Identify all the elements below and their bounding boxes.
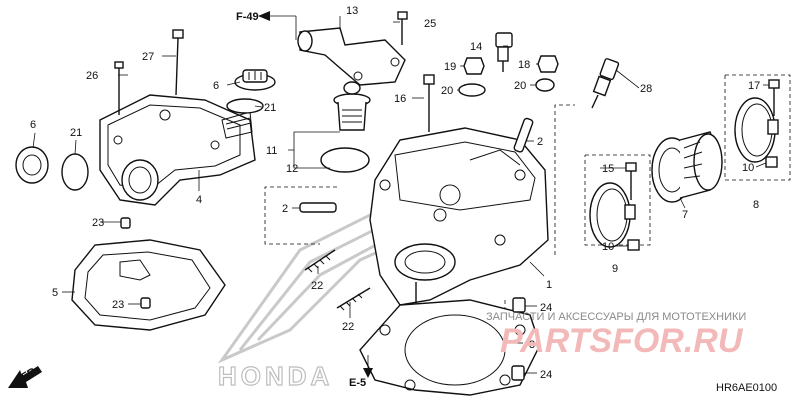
bolt-15 xyxy=(625,162,637,200)
ref-f49-label: F-49 xyxy=(236,11,259,23)
callout-25: 25 xyxy=(424,18,436,30)
callout-24-bottom: 24 xyxy=(540,369,552,381)
dowel-24-top xyxy=(512,297,526,313)
nut-10-lower xyxy=(627,239,640,251)
shop-watermark-logo: PARTSFOR.RU xyxy=(500,322,744,360)
callout-1: 1 xyxy=(546,279,552,291)
f49-arrow-icon xyxy=(258,11,297,40)
shop-watermark-text: ЗАПЧАСТИ И АКСЕССУАРЫ ДЛЯ МОТОТЕХНИКИ xyxy=(486,311,746,323)
o-ring-top xyxy=(226,98,264,114)
temperature-sensor xyxy=(495,32,513,72)
valve-guide-left xyxy=(299,202,337,213)
cylinder-head-gasket xyxy=(359,299,541,396)
o-ring-left xyxy=(61,153,89,191)
head-cover-gasket xyxy=(71,239,226,331)
oil-filler-cap-left xyxy=(15,146,49,184)
stud-22-upper xyxy=(304,249,336,273)
bolt-25 xyxy=(397,11,408,45)
callout-11: 11 xyxy=(266,145,277,157)
insulator-band-9 xyxy=(589,182,636,248)
group-frame-main-right xyxy=(554,104,575,255)
callout-23-top: 23 xyxy=(92,217,104,229)
callout-9: 9 xyxy=(612,263,618,275)
group-frame-8 xyxy=(724,74,791,181)
leader-lines xyxy=(32,16,769,374)
callout-22-upper: 22 xyxy=(311,280,323,292)
stud-22-lower xyxy=(336,287,371,311)
callout-3: 3 xyxy=(529,339,535,351)
dowel-23-bottom xyxy=(140,297,151,309)
callout-10-upper: 10 xyxy=(742,162,754,174)
callout-26: 26 xyxy=(86,70,98,82)
honda-brand-watermark: HONDA xyxy=(218,361,333,391)
callout-16: 16 xyxy=(394,93,406,105)
spark-plug xyxy=(591,58,620,109)
group-frame-main xyxy=(264,186,337,245)
callout-20-left: 20 xyxy=(441,85,453,97)
callout-20-right: 20 xyxy=(514,80,526,92)
valve-guide-right xyxy=(513,117,534,153)
cylinder-head-cover xyxy=(99,94,256,206)
callout-24-top: 24 xyxy=(540,302,552,314)
callout-6-top: 6 xyxy=(213,80,219,92)
intake-insulator xyxy=(651,131,723,203)
oil-filler-cap-top xyxy=(234,69,276,91)
callout-5: 5 xyxy=(52,287,58,299)
callout-6-left: 6 xyxy=(30,119,36,131)
callout-labels: F-49 13 25 14 19 18 20 20 16 28 6 21 27 … xyxy=(20,5,778,394)
callout-2-left: 2 xyxy=(282,203,288,215)
callout-18: 18 xyxy=(518,59,530,71)
callout-8: 8 xyxy=(753,199,759,211)
washer-20-right xyxy=(535,78,555,92)
callout-14: 14 xyxy=(470,41,482,53)
callout-17: 17 xyxy=(748,80,760,92)
sealing-bolt-18 xyxy=(537,55,559,73)
front-direction-arrow-icon xyxy=(8,366,42,388)
callout-15: 15 xyxy=(602,163,614,175)
diagram-code: HR6AE0100 xyxy=(716,382,777,394)
thermostat-seal xyxy=(320,147,370,173)
bolt-16 xyxy=(423,74,435,132)
callout-27: 27 xyxy=(142,51,154,63)
washer-20-left xyxy=(458,83,486,97)
callout-7: 7 xyxy=(682,209,688,221)
bolt-27 xyxy=(172,29,184,96)
group-frame-9 xyxy=(584,154,651,246)
dowel-24-bottom xyxy=(511,365,525,381)
callout-23-bottom: 23 xyxy=(112,299,124,311)
e5-arrow-icon xyxy=(363,355,373,378)
callout-10-lower: 10 xyxy=(602,241,614,253)
callout-21-left: 21 xyxy=(70,127,82,139)
callout-2-right: 2 xyxy=(537,136,543,148)
insulator-band-8 xyxy=(734,97,779,163)
callout-28: 28 xyxy=(640,83,652,95)
bolt-26 xyxy=(114,61,124,115)
sealing-bolt-19 xyxy=(463,57,485,75)
callout-22-lower: 22 xyxy=(342,321,354,333)
nut-10-upper xyxy=(765,156,778,168)
thermostat xyxy=(333,81,371,131)
callout-12: 12 xyxy=(286,163,298,175)
ref-e5-label: E-5 xyxy=(349,377,366,389)
thermostat-cover xyxy=(297,27,406,86)
bolt-17 xyxy=(768,79,780,116)
callout-4: 4 xyxy=(196,194,202,206)
callout-13: 13 xyxy=(346,5,358,17)
cylinder-head xyxy=(369,127,549,318)
dowel-23-top xyxy=(120,217,131,229)
callout-21-top: 21 xyxy=(264,102,276,114)
callout-19: 19 xyxy=(444,61,456,73)
